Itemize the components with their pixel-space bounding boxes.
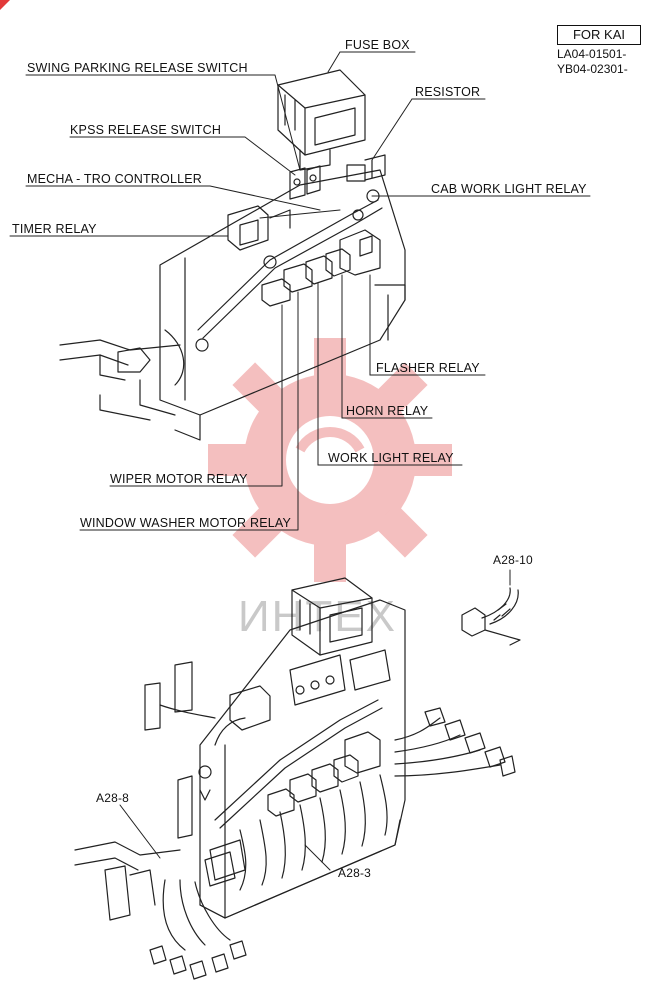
serial-range-2: YB04-02301- xyxy=(557,62,628,76)
callout-a28-10: A28-10 xyxy=(493,553,533,567)
applicability-box: FOR KAI xyxy=(557,25,641,45)
fuse-box xyxy=(277,69,366,171)
label-flasher-relay: FLASHER RELAY xyxy=(376,361,480,375)
label-wiper-motor-relay: WIPER MOTOR RELAY xyxy=(110,472,248,486)
label-mechatro-controller: MECHA - TRO CONTROLLER xyxy=(27,172,203,186)
serial-range-1: LA04-01501- xyxy=(557,47,627,61)
callout-a28-8: A28-8 xyxy=(96,791,130,805)
label-cab-work-light-relay: CAB WORK LIGHT RELAY xyxy=(431,182,587,196)
leader-lines-upper xyxy=(9,51,591,531)
label-fuse-box: FUSE BOX xyxy=(345,38,410,52)
label-swing-parking-release-switch: SWING PARKING RELEASE SWITCH xyxy=(27,61,248,75)
leader-lines-lower xyxy=(119,804,331,871)
lower-assembly xyxy=(74,577,516,980)
label-window-washer-motor-relay: WINDOW WASHER MOTOR RELAY xyxy=(80,516,292,530)
label-timer-relay: TIMER RELAY xyxy=(12,222,97,236)
callout-a28-3: A28-3 xyxy=(338,866,372,880)
label-resistor: RESISTOR xyxy=(415,85,481,99)
watermark-text: ИНТЕХ xyxy=(238,592,397,641)
timer-relay xyxy=(227,205,291,251)
a28-10-clamp xyxy=(461,569,521,646)
label-horn-relay: HORN RELAY xyxy=(346,404,429,418)
label-kpss-release-switch: KPSS RELEASE SWITCH xyxy=(70,123,222,137)
relay-row xyxy=(261,209,364,307)
resistor xyxy=(346,154,386,182)
label-work-light-relay: WORK LIGHT RELAY xyxy=(328,451,454,465)
upper-assembly xyxy=(59,69,406,441)
